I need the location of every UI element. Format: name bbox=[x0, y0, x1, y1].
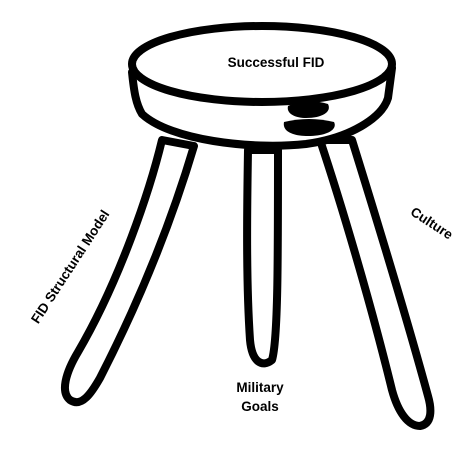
middle-leg bbox=[247, 150, 278, 363]
middle-leg-label: Military Goals bbox=[220, 378, 300, 416]
seat-label: Successful FID bbox=[196, 55, 356, 71]
right-leg bbox=[320, 140, 430, 426]
